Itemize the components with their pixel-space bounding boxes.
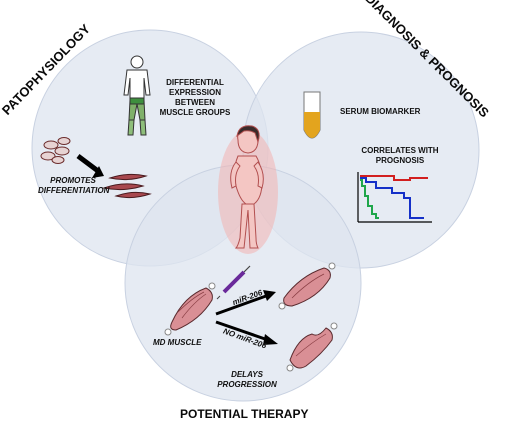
myoblast-cells [40, 137, 71, 164]
degenerated-muscle-fiber [286, 322, 338, 372]
label-promotes-differentiation: PROMOTES DIFFERENTIATION [38, 176, 110, 196]
label-line: DIFFERENTIAL [166, 78, 224, 87]
differentiation-arrow [76, 154, 104, 178]
label-serum-biomarker: SERUM BIOMARKER [340, 107, 421, 116]
label-differential-expression: DIFFERENTIAL EXPRESSION BETWEEN MUSCLE G… [150, 78, 240, 118]
label-line: PROGRESSION [217, 380, 277, 389]
label-line: PROGNOSIS [375, 156, 425, 165]
label-md-muscle: MD MUSCLE [153, 338, 202, 347]
no-mir206-arrow [215, 320, 278, 345]
human-anatomy-figure [123, 55, 151, 136]
label-delays-progression: DELAYS PROGRESSION [212, 370, 282, 390]
mir206-arrow [215, 290, 276, 316]
label-line: MUSCLE GROUPS [159, 108, 231, 117]
label-line: BETWEEN [175, 98, 215, 107]
title-therapy: POTENTIAL THERAPY [180, 407, 309, 421]
kaplan-meier-plot [357, 172, 432, 223]
label-line: DIFFERENTIATION [38, 186, 110, 195]
label-line: DELAYS [231, 370, 263, 379]
label-correlates-prognosis: CORRELATES WITH PROGNOSIS [360, 146, 440, 166]
treated-muscle-fiber [278, 262, 336, 310]
label-line: EXPRESSION [168, 88, 221, 97]
myotube-cells [102, 173, 152, 199]
label-line: CORRELATES WITH [361, 146, 439, 155]
syringe-icon [216, 265, 251, 300]
label-line: PROMOTES [50, 176, 96, 185]
serum-tube [303, 91, 321, 139]
patient-figure [218, 125, 278, 254]
md-muscle-fiber [164, 282, 216, 336]
